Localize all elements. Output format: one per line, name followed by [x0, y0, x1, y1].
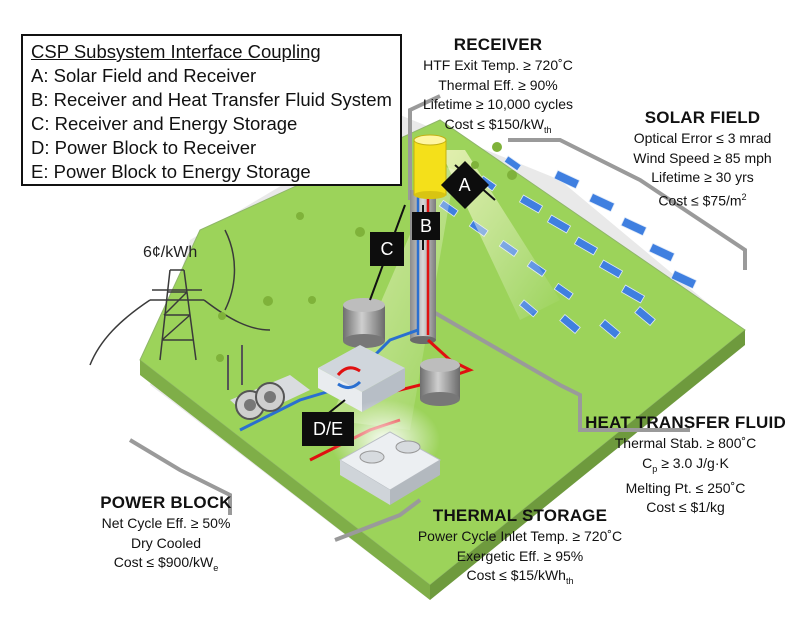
htf-cost: Cost ≤ $1/kg: [646, 499, 725, 516]
htf-specs: HEAT TRANSFER FLUID Thermal Stab. ≥ 800˚…: [578, 412, 793, 518]
receiver-title: RECEIVER: [453, 35, 543, 54]
htf-spec-3: Melting Pt. ≤ 250˚C: [625, 479, 746, 496]
solar-field-title: SOLAR FIELD: [644, 108, 761, 127]
legend-item-b: B: Receiver and Heat Transfer Fluid Syst…: [31, 89, 392, 110]
legend-item-c: C: Receiver and Energy Storage: [31, 113, 298, 134]
htf-title: HEAT TRANSFER FLUID: [585, 413, 786, 432]
power-block-specs: POWER BLOCK Net Cycle Eff. ≥ 50% Dry Coo…: [96, 492, 236, 578]
heat-exchanger-building: [318, 345, 405, 412]
thermal-storage-title: THERMAL STORAGE: [432, 506, 608, 525]
receiver-spec-2: Thermal Eff. ≥ 90%: [438, 76, 558, 93]
solar-field-specs: SOLAR FIELD Optical Error ≤ 3 mrad Wind …: [615, 107, 790, 211]
legend-title: CSP Subsystem Interface Coupling: [31, 41, 321, 62]
htf-spec-2: Cp ≥ 3.0 J/g·K: [642, 454, 729, 474]
receiver-spec-1: HTF Exit Temp. ≥ 720˚C: [423, 57, 573, 73]
legend-item-a: A: Solar Field and Receiver: [31, 65, 257, 86]
legend-item-e: E: Power Block to Energy Storage: [31, 161, 311, 182]
solar-field-spec-1: Optical Error ≤ 3 mrad: [633, 130, 772, 146]
interface-tag-b: B: [412, 212, 440, 240]
thermal-storage-spec-1: Power Cycle Inlet Temp. ≥ 720˚C: [417, 528, 623, 544]
receiver-head: [413, 134, 447, 199]
thermal-storage-specs: THERMAL STORAGE Power Cycle Inlet Temp. …: [400, 505, 640, 591]
leader-lines: [128, 94, 747, 542]
electricity-price: 6¢/kWh: [143, 244, 198, 261]
solar-field-cost: Cost ≤ $75/m2: [658, 191, 747, 209]
power-block-spec-2: Dry Cooled: [130, 534, 202, 551]
receiver-specs: RECEIVER HTF Exit Temp. ≥ 720˚C Thermal …: [418, 34, 578, 140]
receiver-spec-3: Lifetime ≥ 10,000 cycles: [422, 96, 574, 112]
power-block-spec-1: Net Cycle Eff. ≥ 50%: [101, 515, 231, 531]
power-block-title: POWER BLOCK: [100, 493, 232, 512]
thermal-storage-spec-2: Exergetic Eff. ≥ 95%: [456, 547, 584, 564]
thermal-storage-cost: Cost ≤ $15/kWhth: [466, 567, 574, 586]
turbine-generator: [227, 345, 310, 420]
storage-tank-cold: [343, 298, 385, 348]
power-block-cost: Cost ≤ $900/kWe: [113, 554, 219, 573]
transmission-tower: [89, 229, 271, 366]
interface-tag-de: D/E: [302, 412, 354, 446]
receiver-cost: Cost ≤ $150/kWth: [444, 115, 552, 135]
ground-slab: [139, 115, 746, 600]
storage-tank-hot: [420, 358, 460, 406]
interface-legend: CSP Subsystem Interface Coupling A: Sola…: [21, 34, 402, 186]
cooling-units: [330, 400, 441, 505]
htf-spec-1: Thermal Stab. ≥ 800˚C: [614, 435, 757, 451]
legend-item-d: D: Power Block to Receiver: [31, 137, 257, 158]
solar-field-spec-2: Wind Speed ≥ 85 mph: [633, 149, 772, 166]
solar-field-spec-3: Lifetime ≥ 30 yrs: [651, 169, 754, 185]
interface-tag-c: C: [370, 232, 404, 266]
trees: [216, 142, 517, 362]
